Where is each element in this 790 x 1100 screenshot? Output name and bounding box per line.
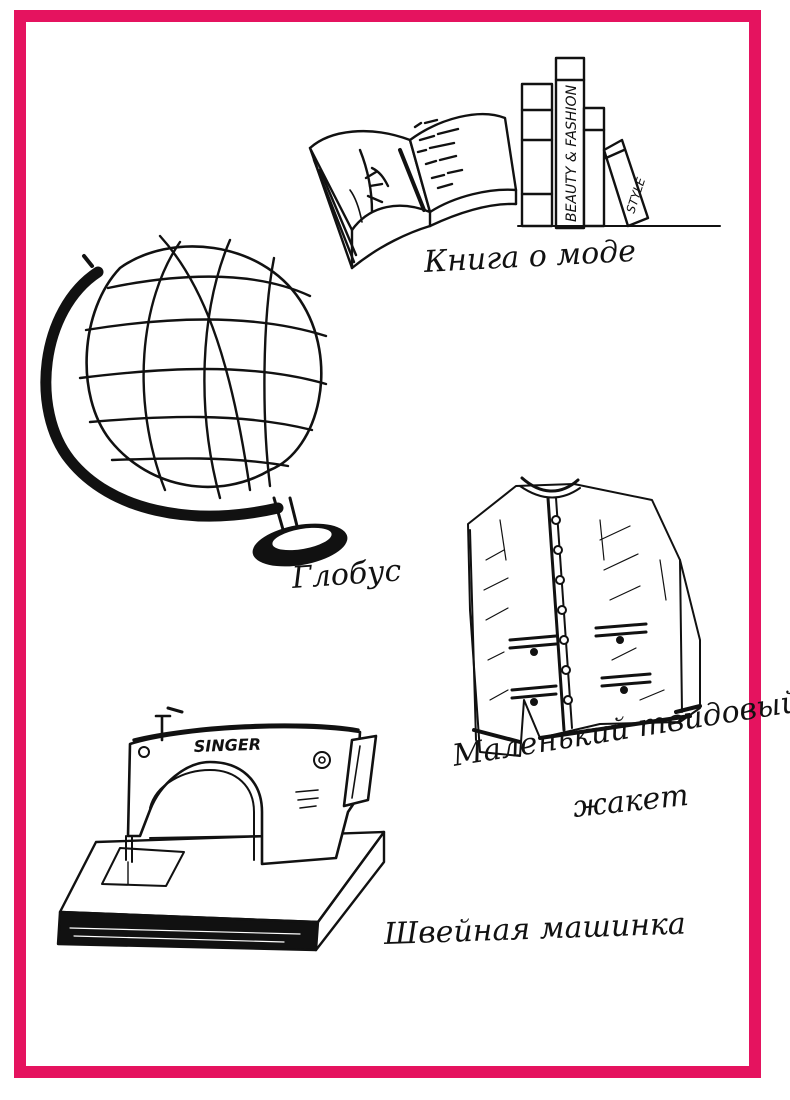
- pink-frame-border: [14, 10, 761, 1078]
- open-book-icon: [308, 56, 721, 270]
- globe-icon: [40, 234, 348, 567]
- book-spine-label: BEAUTY & FASHION: [564, 84, 580, 222]
- sewing-machine-icon: [56, 706, 386, 952]
- globe-caption: Глобус: [290, 553, 403, 596]
- tweed-jacket-icon: [467, 476, 702, 757]
- singer-brand-label: SINGER: [193, 735, 261, 756]
